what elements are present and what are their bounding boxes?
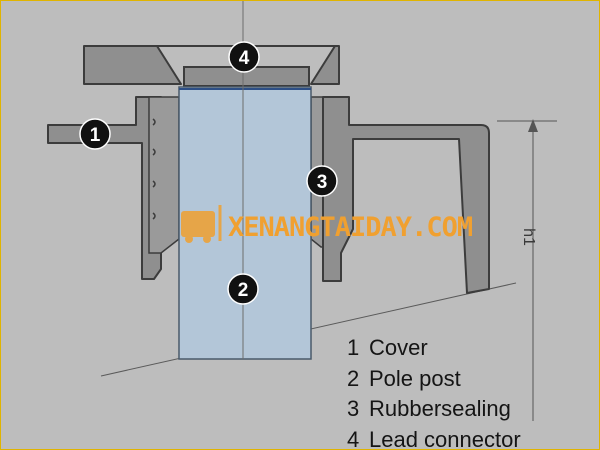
watermark-text: XENANGTAIDAY.COM xyxy=(228,212,473,243)
dimension-label: h1 xyxy=(520,228,537,246)
badge-1: 1 xyxy=(79,118,111,150)
legend-text: Rubbersealing xyxy=(369,396,511,421)
cover xyxy=(83,45,340,85)
legend-item-lead-connector: 4 Lead connector xyxy=(347,425,521,450)
badge-3-label: 3 xyxy=(317,172,328,193)
sleeve-ribs-left xyxy=(152,118,156,220)
badge-2: 2 xyxy=(227,273,259,305)
cover-arm-right xyxy=(322,96,490,294)
dimension-h1: h1 xyxy=(497,119,557,421)
legend-number: 3 xyxy=(347,396,360,421)
left-sleeve xyxy=(148,96,180,254)
legend-number: 2 xyxy=(347,365,360,391)
badge-1-label: 1 xyxy=(90,125,101,146)
badge-4: 4 xyxy=(228,41,260,73)
badge-3: 3 xyxy=(306,165,338,197)
forklift-icon xyxy=(181,205,222,243)
legend-item-cover: 1 Cover xyxy=(347,333,521,364)
badge-2-label: 2 xyxy=(238,280,249,301)
legend-number: 4 xyxy=(347,426,360,450)
legend-text: Lead connector xyxy=(369,426,521,450)
legend-number: 1 xyxy=(347,335,360,360)
legend-item-rubbersealing: 3 Rubbersealing xyxy=(347,394,521,425)
legend-text: Cover xyxy=(369,335,428,360)
legend-item-pole-post: 2 Pole post xyxy=(347,364,521,395)
badge-4-label: 4 xyxy=(239,48,250,69)
legend: 1 Cover 2 Pole post 3 Rubbersealing 4 Lead c… xyxy=(347,333,521,450)
watermark: XENANGTAIDAY.COM xyxy=(181,205,474,243)
legend-text: Pole post xyxy=(369,365,461,391)
